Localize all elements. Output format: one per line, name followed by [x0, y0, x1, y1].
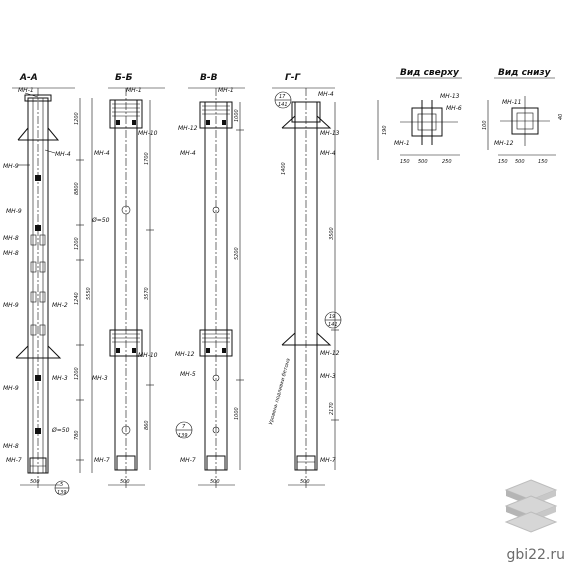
callout-5-sheet: 139 — [57, 490, 67, 496]
dim-vv-0: 1000 — [234, 109, 240, 122]
callout-17-sheet: 141 — [278, 102, 288, 108]
view-top: Вид сверху 190 150 500 250 МН-13 МН-6 МН… — [377, 68, 462, 165]
dim-aa-2: 1200 — [74, 237, 80, 250]
mark-vv-1: МН-12 — [178, 125, 198, 132]
dim-bb-0: 1700 — [144, 152, 150, 165]
mark-aa-1: МН-4 — [55, 151, 71, 158]
mark-aa-9: МН-9 — [3, 385, 19, 392]
callout-7-sheet: 139 — [178, 433, 188, 439]
dim-top-1: 500 — [418, 159, 428, 165]
dim-aa-7: 5550 — [86, 287, 92, 300]
mark-gg-1: МН-13 — [320, 130, 340, 137]
mark-top-0: МН-13 — [440, 93, 460, 100]
mark-aa-4: МН-8 — [3, 235, 19, 242]
section-aa: А-А 12 — [3, 73, 93, 496]
dim-bb-3: 500 — [120, 479, 130, 485]
section-gg: Г-Г 3500 2170 1400 500 МН-4 МН-13 МН-4 М… — [268, 73, 342, 490]
mark-vv-4: МН-5 — [180, 371, 196, 378]
callout-5-num: 5 — [60, 482, 63, 488]
view-top-title: Вид сверху — [400, 68, 460, 78]
mark-gg-2: МН-4 — [320, 150, 336, 157]
mark-bb-5: МН-3 — [92, 375, 108, 382]
dim-vv-1: 5200 — [234, 247, 240, 260]
callout-7-num: 7 — [182, 424, 186, 430]
mark-aa-2: МН-9 — [3, 163, 19, 170]
mark-gg-4: МН-3 — [320, 373, 336, 380]
pipe-bb: Ø=50 — [91, 217, 110, 224]
mark-vv-3: МН-12 — [175, 351, 195, 358]
dim-bottom-3: 100 — [482, 120, 488, 130]
section-bb: Б-Б 1700 3570 860 500 МН-1 МН-1 — [91, 73, 165, 490]
mark-vv-0: МН-1 — [218, 87, 234, 94]
pipe-aa: Ø=50 — [51, 427, 70, 434]
mark-aa-8: МН-3 — [52, 375, 68, 382]
dim-aa-0: 1200 — [74, 112, 80, 125]
dim-aa-5: 780 — [74, 430, 80, 440]
dim-gg-2: 1400 — [281, 162, 287, 175]
mark-aa-10: МН-8 — [3, 443, 19, 450]
gg-note: Уровень подливки бетона — [268, 358, 292, 426]
dim-top-3: 150 — [400, 159, 410, 165]
dim-bb-2: 860 — [144, 420, 150, 430]
dim-aa-1: 8800 — [74, 182, 80, 195]
mark-bb-2: МН-4 — [94, 150, 110, 157]
view-bottom: Вид снизу 100 40 150 500 150 МН-11 МН-12 — [482, 68, 564, 165]
mark-bb-1: МН-10 — [138, 130, 158, 137]
dim-bottom-1: 500 — [515, 159, 525, 165]
mark-vv-2: МН-4 — [180, 150, 196, 157]
dim-bottom-4: 40 — [558, 114, 564, 120]
dim-bottom-2: 150 — [538, 159, 548, 165]
watermark-text: gbi22.ru — [506, 547, 565, 563]
dim-bottom-0: 150 — [498, 159, 508, 165]
mark-aa-6: МН-9 — [3, 302, 19, 309]
dim-aa-8: 500 — [30, 479, 40, 485]
mark-gg-0: МН-4 — [318, 91, 334, 98]
gbi-logo-icon — [504, 479, 558, 533]
mark-aa-7: МН-2 — [52, 302, 68, 309]
section-aa-title: А-А — [19, 73, 38, 83]
section-gg-title: Г-Г — [285, 73, 301, 83]
dim-gg-0: 3500 — [329, 227, 335, 240]
mark-aa-11: МН-7 — [6, 457, 22, 464]
section-vv-title: В-В — [200, 73, 218, 83]
mark-vv-5: МН-7 — [180, 457, 196, 464]
mark-bb-6: МН-7 — [94, 457, 110, 464]
mark-bb-4: МН-10 — [138, 352, 158, 359]
mark-gg-3: МН-12 — [320, 350, 340, 357]
mark-aa-0: МН-1 — [18, 87, 34, 94]
callout-19-sheet: 141 — [328, 322, 338, 328]
view-bottom-title: Вид снизу — [498, 68, 552, 78]
dim-gg-1: 2170 — [329, 402, 335, 415]
callout-19-num: 19 — [329, 314, 335, 320]
section-bb-title: Б-Б — [115, 73, 133, 83]
mark-bb-0: МН-1 — [126, 87, 142, 94]
mark-bottom-1: МН-12 — [494, 140, 514, 147]
mark-aa-3: МН-9 — [6, 208, 22, 215]
dim-vv-2: 1000 — [234, 407, 240, 420]
mark-aa-5: МН-8 — [3, 250, 19, 257]
dim-vv-3: 500 — [210, 479, 220, 485]
section-vv: В-В 1000 5200 1000 500 МН-1 МН-12 МН-4 М… — [175, 73, 245, 490]
dim-top-2: 250 — [442, 159, 452, 165]
dim-gg-3: 500 — [300, 479, 310, 485]
dim-aa-4: 1200 — [74, 367, 80, 380]
mark-gg-5: МН-7 — [320, 457, 336, 464]
mark-top-2: МН-1 — [394, 140, 410, 147]
dim-top-0: 190 — [382, 125, 388, 135]
mark-bottom-0: МН-11 — [502, 99, 522, 106]
dim-bb-1: 3570 — [144, 287, 150, 300]
callout-17-num: 17 — [279, 94, 286, 100]
dim-aa-3: 1240 — [74, 292, 80, 305]
mark-top-1: МН-6 — [446, 105, 462, 112]
